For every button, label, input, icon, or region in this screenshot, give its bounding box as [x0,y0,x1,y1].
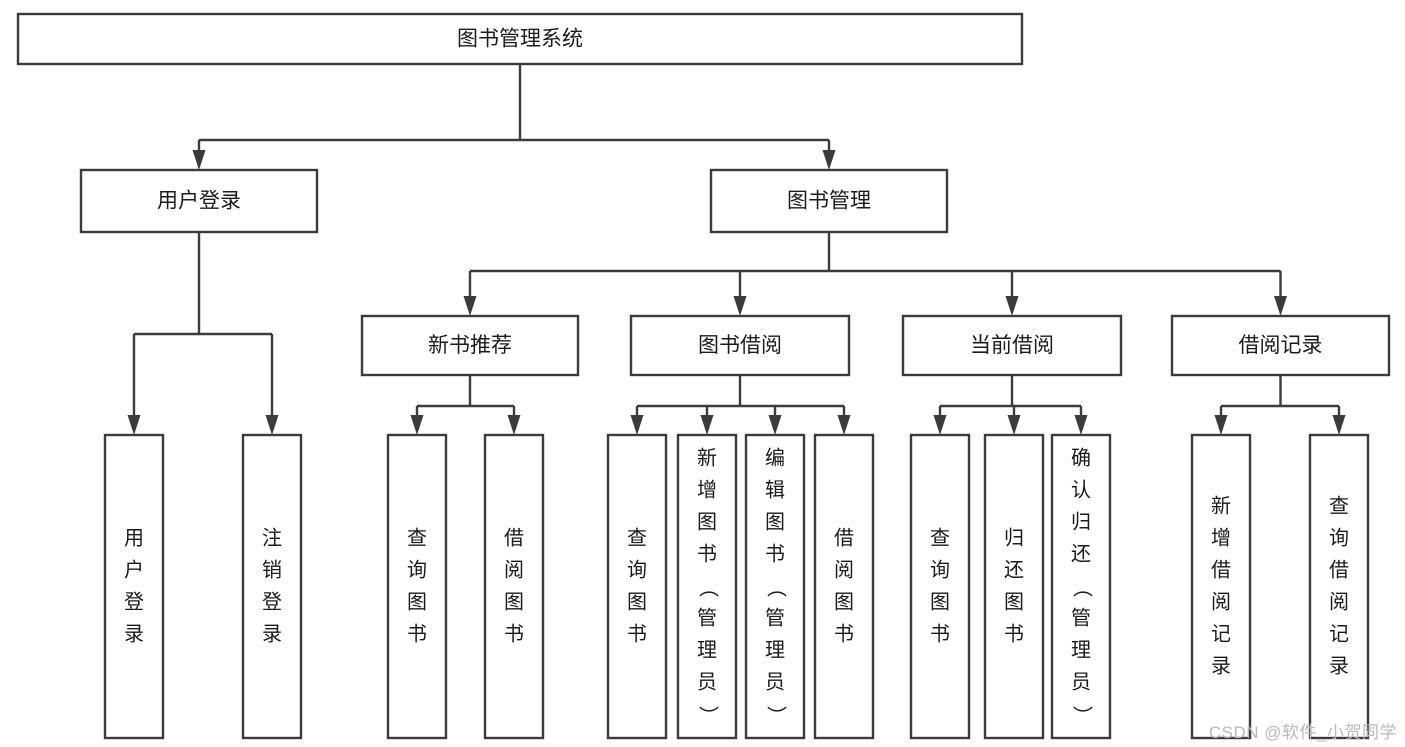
node-leaf-borrow-book-b[interactable]: 借阅图书 [813,433,875,740]
node-label: 图书借阅 [698,334,782,357]
node-box [813,433,875,740]
node-box [1190,433,1252,740]
node-label-bracket: ） [697,706,720,726]
node-label: 查询图书 [407,527,427,646]
node-box [79,168,319,234]
node-leaf-add-book[interactable]: （ ） 新增图书 管理员 [676,433,738,740]
node-box [709,168,949,234]
node-label: 注销登录 [262,527,282,646]
node-label: 借阅图书 [504,527,524,646]
node-box [606,433,668,740]
node-label: 新增借阅记录 [1211,495,1231,678]
node-label: 查询图书 [627,527,647,646]
node-label-bracket: （ [1071,578,1094,598]
node-box [103,433,165,740]
arrow-head-icon [700,415,714,435]
connector-layer [127,64,1346,435]
arrow-head-icon [822,150,836,170]
node-user-login[interactable]: 用户登录 [79,168,319,234]
node-leaf-add-record[interactable]: 新增借阅记录 [1190,433,1252,740]
arrow-head-icon [1005,296,1019,316]
node-box [629,314,851,377]
node-leaf-confirm-return[interactable]: （ ） 确认归还 管理员 [1050,433,1112,740]
node-box [386,433,448,740]
node-label: 新增图书 管理员 [697,447,717,694]
arrow-head-icon [1007,415,1021,435]
node-label: 新书推荐 [428,334,512,357]
node-label: 用户登录 [124,528,144,646]
node-leaf-query-book-c[interactable]: 查询图书 [909,433,971,740]
node-label: 查询图书 [930,527,950,646]
node-box [1170,314,1391,377]
node-label: 图书管理系统 [457,28,583,51]
node-box [1050,433,1112,740]
arrow-head-icon [507,415,521,435]
node-leaf-query-book-a[interactable]: 查询图书 [386,433,448,740]
node-current-borrow[interactable]: 当前借阅 [901,314,1123,377]
arrow-head-icon [630,415,644,435]
arrow-head-icon [1074,415,1088,435]
node-label-bracket: ） [765,706,788,726]
node-box [983,433,1045,740]
arrow-head-icon [768,415,782,435]
node-box [1308,433,1370,740]
node-leaf-return-book[interactable]: 归还图书 [983,433,1045,740]
arrow-head-icon [463,296,477,316]
node-root[interactable]: 图书管理系统 [16,12,1024,66]
node-leaf-query-book-b[interactable]: 查询图书 [606,433,668,740]
node-box [744,433,806,740]
node-book-borrow[interactable]: 图书借阅 [629,314,851,377]
node-label: 借阅图书 [834,527,854,646]
node-new-book-rec[interactable]: 新书推荐 [360,314,580,377]
node-leaf-user-login[interactable]: 用户登录 [103,433,165,740]
node-leaf-edit-book[interactable]: （ ） 编辑图书 管理员 [744,433,806,740]
arrow-head-icon [265,415,279,435]
node-label: 图书管理 [787,190,871,213]
node-box [360,314,580,377]
arrow-head-icon [127,415,141,435]
arrow-head-icon [933,415,947,435]
node-label: 归还图书 [1004,527,1024,646]
node-label: 查询借阅记录 [1329,495,1349,678]
arrow-head-icon [192,150,206,170]
arrow-head-icon [733,296,747,316]
arrow-head-icon [410,415,424,435]
node-box [16,12,1024,66]
node-box [909,433,971,740]
node-leaf-logout[interactable]: 注销登录 [241,433,303,740]
node-leaf-query-record[interactable]: 查询借阅记录 [1308,433,1370,740]
node-leaf-borrow-book-a[interactable]: 借阅图书 [483,433,545,740]
node-label: 确认归还 管理员 [1071,447,1091,694]
arrow-head-icon [837,415,851,435]
node-box [676,433,738,740]
node-label: 编辑图书 管理员 [765,447,785,694]
node-box [483,433,545,740]
arrow-head-icon [1214,415,1228,435]
node-label-bracket: （ [697,578,720,598]
node-label-bracket: ） [1071,706,1094,726]
node-label-bracket: （ [765,578,788,598]
arrow-head-icon [1274,296,1287,316]
node-box [901,314,1123,377]
node-layer: 图书管理系统用户登录图书管理新书推荐图书借阅当前借阅借阅记录用户登录注销登录查询… [16,12,1391,740]
node-box [241,433,303,740]
node-label: 用户登录 [157,190,241,213]
node-label: 借阅记录 [1239,334,1323,357]
arrow-head-icon [1332,415,1346,435]
csdn-watermark: CSDN @软件_小贺同学 [1208,723,1397,742]
node-label: 当前借阅 [970,334,1054,357]
node-book-manage[interactable]: 图书管理 [709,168,949,234]
node-borrow-record[interactable]: 借阅记录 [1170,314,1391,377]
